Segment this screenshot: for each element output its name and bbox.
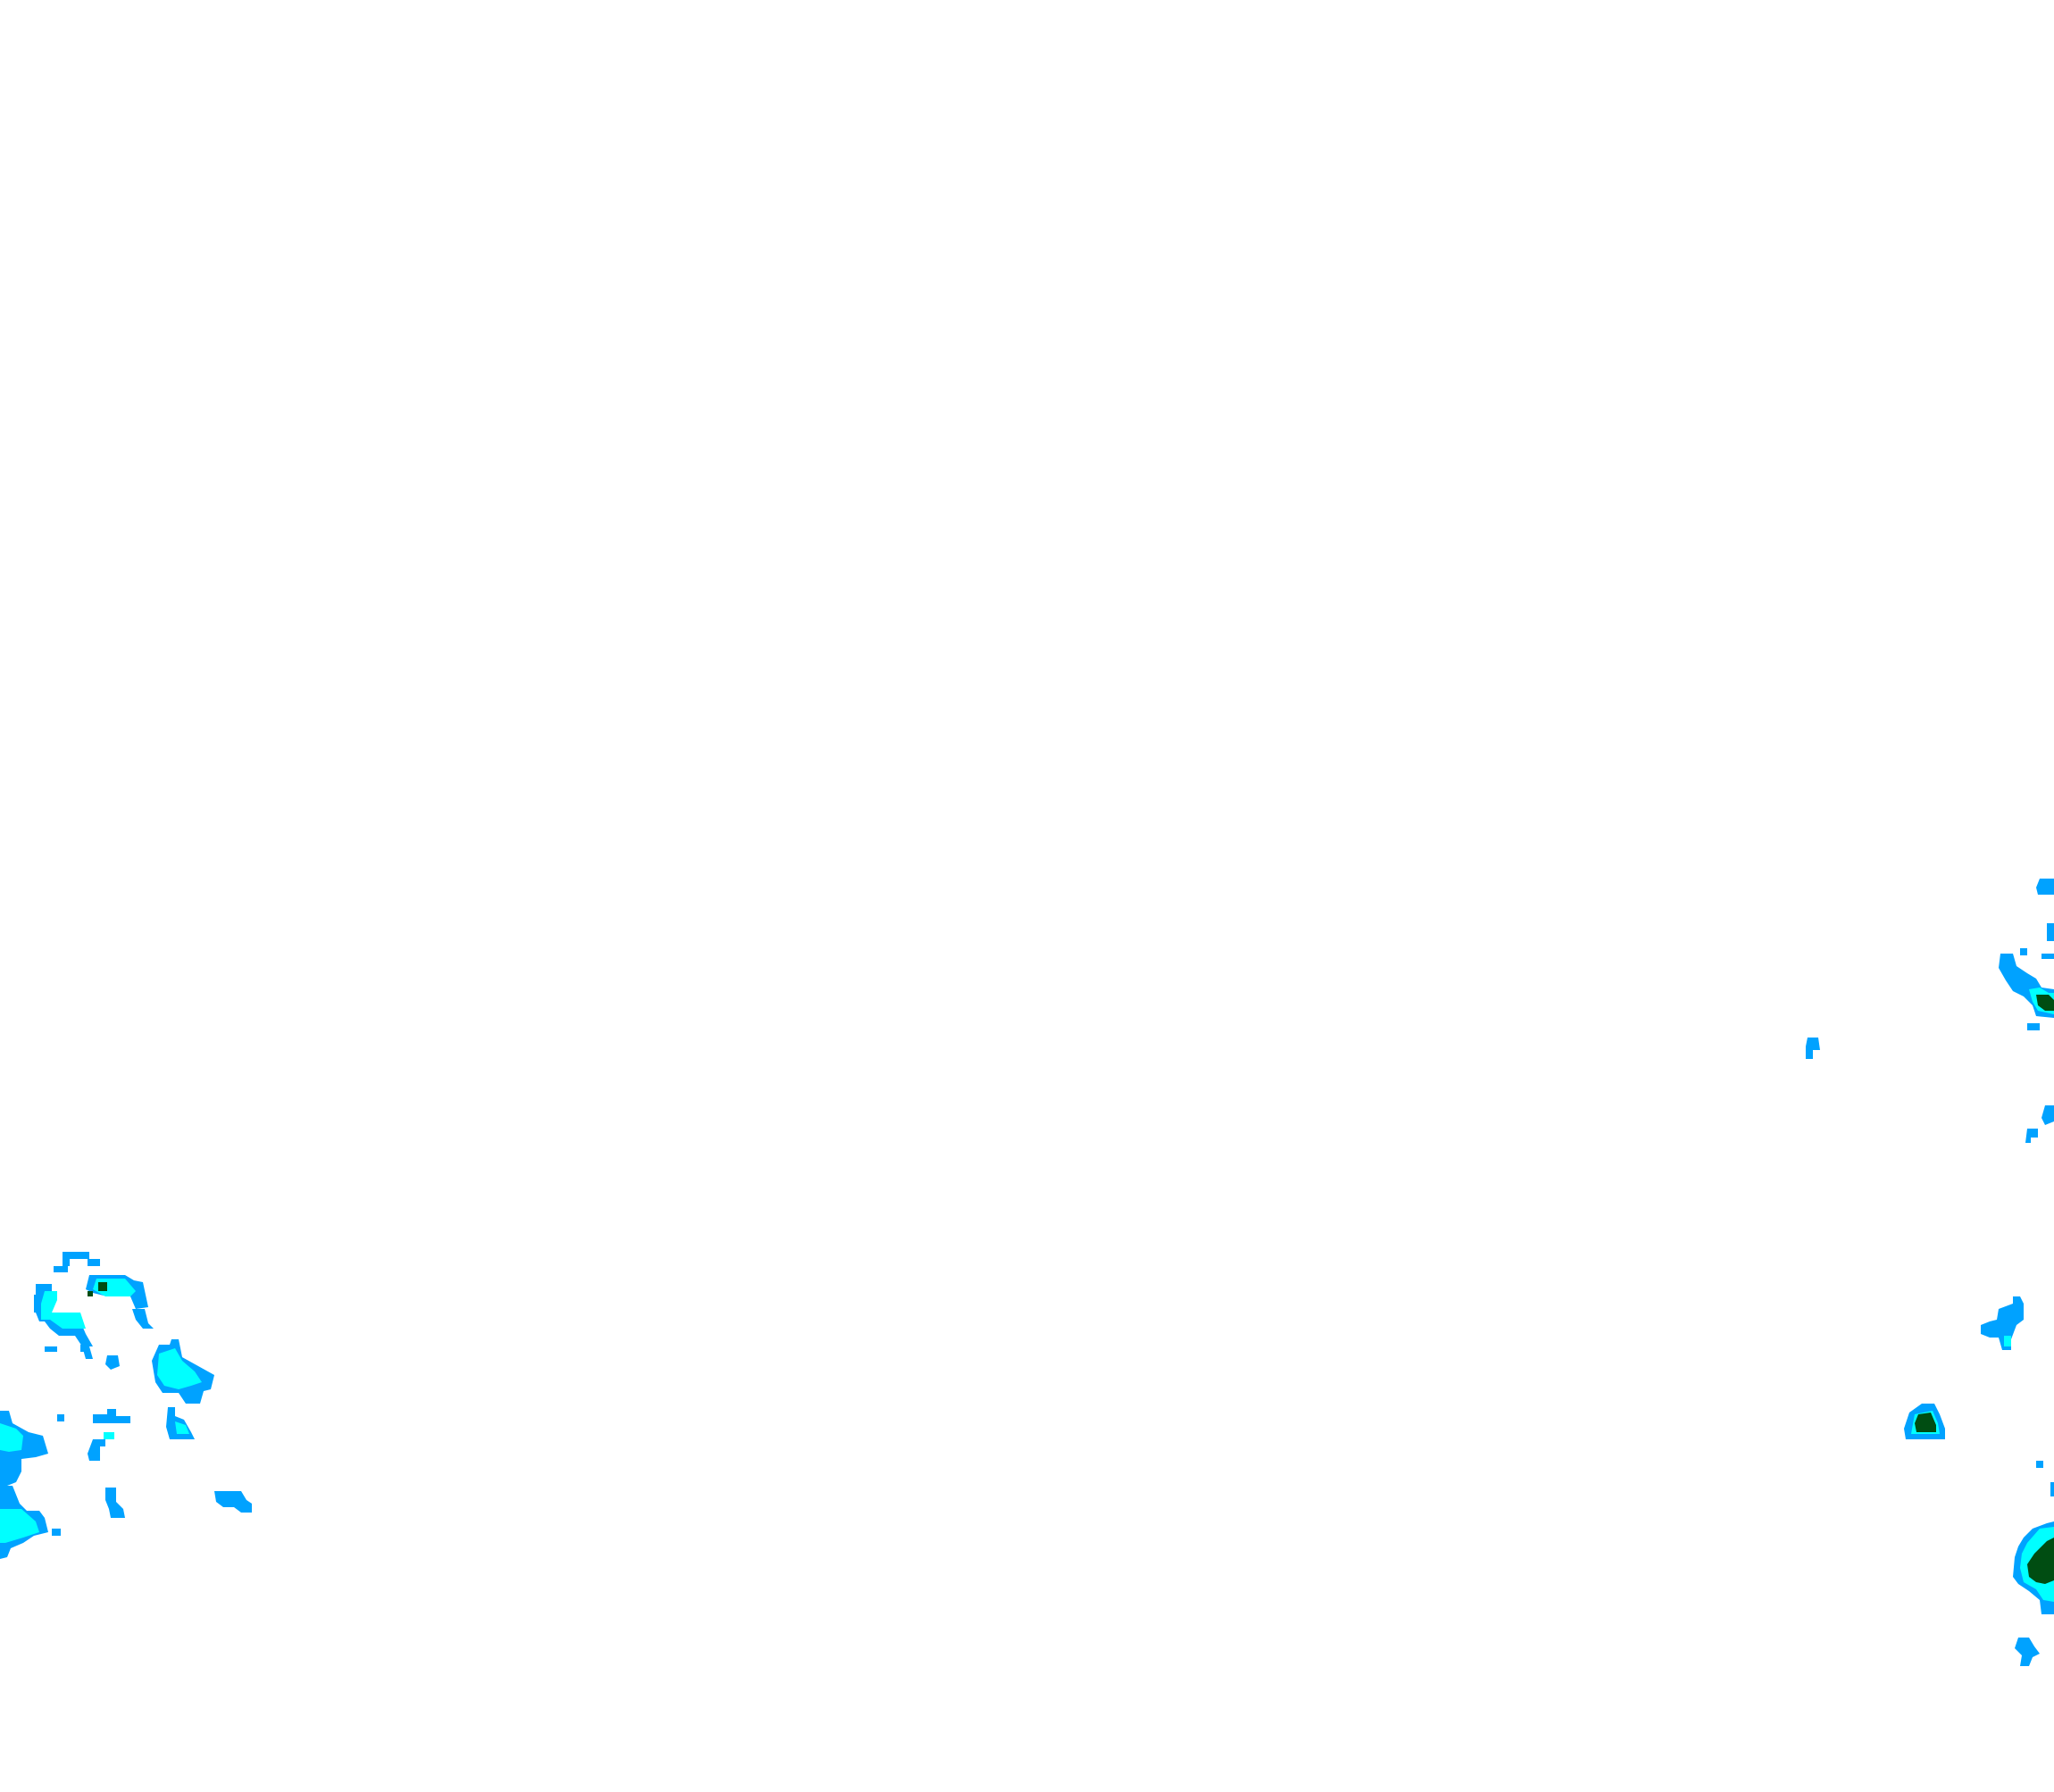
east-mid-fragments [1981,1105,2054,1496]
echo-moderate [41,1291,86,1329]
echo-light [1806,1038,1820,1059]
east-isolated-cell [1806,1038,1820,1059]
echo-heavy [98,1282,107,1291]
echo-heavy [2036,995,2054,1011]
echo-light [2027,1023,2040,1030]
echo-moderate [0,1423,23,1452]
west-arc-cluster [34,1252,154,1359]
west-lower-left-edge [0,1411,61,1559]
echo-light [105,1355,120,1370]
echo-light [88,1439,105,1461]
east-core-cell [1904,1404,1945,1439]
west-small-fragments [57,1409,252,1518]
east-lower-edge-cell [2013,1521,2054,1666]
echo-heavy [2027,1538,2054,1584]
echo-light [1981,1296,2024,1350]
west-center-blob [45,1339,214,1439]
echo-light [2015,1638,2040,1666]
echo-light [132,1309,154,1329]
echo-light [2041,954,2054,959]
echo-light [57,1414,64,1421]
echo-light [93,1409,130,1423]
echo-light [2036,1461,2043,1468]
echo-moderate [2004,1336,2011,1346]
echo-light [105,1488,125,1518]
echo-moderate [157,1348,202,1389]
echo-light [2025,1129,2038,1143]
echo-heavy [88,1291,93,1296]
echo-light [214,1491,252,1513]
echo-light [2041,1105,2054,1125]
echo-light [80,1345,88,1352]
echo-moderate [0,1509,39,1543]
echo-light [45,1346,57,1352]
echo-heavy [1915,1413,1936,1432]
echo-light [63,1252,100,1266]
echo-light [54,1266,68,1272]
echo-light [2050,1482,2054,1496]
east-upper-edge-cells [1999,879,2054,1030]
echo-light [2036,879,2054,895]
echo-light [2047,923,2054,941]
echo-moderate [104,1432,114,1439]
echo-light [52,1529,61,1536]
echo-moderate [175,1421,189,1434]
echo-light [2020,948,2027,955]
